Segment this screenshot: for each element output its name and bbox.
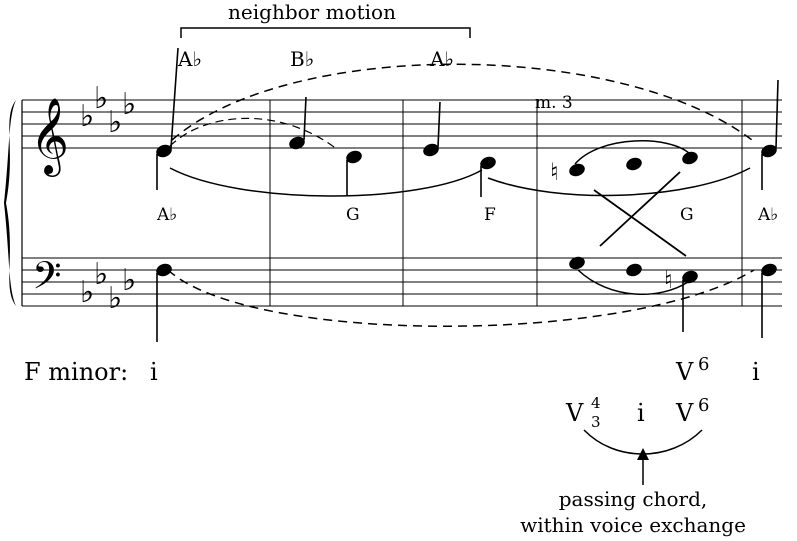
passing-v6-figure: 6 — [698, 395, 709, 416]
measure-number-label: m. 3 — [535, 93, 573, 113]
slur-f-to-ab — [487, 167, 751, 197]
key-label: F minor: — [24, 358, 128, 386]
label-upper-bb: B♭ — [290, 47, 314, 71]
passing-i: i — [637, 399, 645, 427]
svg-text:♭: ♭ — [94, 81, 108, 116]
note-treble-bb — [289, 136, 305, 150]
dashed-slur-bass — [167, 269, 755, 327]
passing-caption-line-1: passing chord, — [559, 487, 708, 511]
voice-exchange-line-2 — [599, 171, 681, 247]
svg-text:♭: ♭ — [80, 275, 94, 310]
bass-key-signature-flats: ♭ ♭ ♭ ♭ — [80, 257, 136, 316]
stem-treble-ab-1-up — [170, 47, 179, 149]
stem-treble-bb — [303, 96, 307, 141]
note-treble-f — [480, 156, 496, 170]
note-treble-ab-final — [761, 144, 777, 158]
bass-clef-icon: 𝄢 — [32, 253, 62, 307]
natural-sign-treble: ♮ — [550, 158, 559, 186]
note-bass-e-natural — [682, 270, 698, 284]
note-bass-g — [569, 256, 585, 270]
svg-text:♭: ♭ — [122, 87, 136, 122]
note-bass-f-m3 — [626, 263, 642, 277]
svg-text:♭: ♭ — [108, 281, 122, 316]
svg-text:♭: ♭ — [80, 99, 94, 134]
voice-exchange-line-1 — [593, 189, 687, 257]
svg-text:♭: ♭ — [94, 257, 108, 292]
svg-text:♭: ♭ — [122, 263, 136, 298]
stem-treble-ab-2 — [437, 101, 441, 148]
treble-clef-icon: 𝄞 — [30, 97, 69, 177]
note-bass-f-1 — [156, 263, 172, 277]
passing-caption-line-2: within voice exchange — [520, 513, 746, 537]
passing-v-figure-bottom: 3 — [591, 413, 601, 431]
roman-numeral-v-figure: 6 — [698, 354, 709, 375]
note-treble-e-natural — [569, 163, 585, 177]
label-middle-ab-1: A♭ — [156, 205, 177, 225]
label-upper-ab-1: A♭ — [177, 47, 202, 71]
roman-numeral-i-2: i — [752, 358, 760, 386]
dashed-slur-upper-2 — [171, 63, 753, 141]
roman-numeral-v: V — [675, 358, 694, 386]
label-upper-ab-2: A♭ — [429, 47, 454, 71]
note-treble-ab-1 — [156, 144, 172, 158]
barlines — [269, 100, 743, 306]
label-middle-f: F — [484, 205, 496, 225]
note-bass-f-final — [761, 263, 777, 277]
svg-text:♭: ♭ — [108, 105, 122, 140]
dashed-slur-upper-1 — [169, 117, 339, 151]
slur-ab-to-f — [169, 167, 483, 197]
passing-v6: V — [675, 399, 694, 427]
grand-staff-brace — [4, 100, 16, 306]
natural-sign-bass: ♮ — [664, 266, 673, 294]
label-middle-g-2: G — [680, 205, 694, 225]
passing-arrow-head-icon — [637, 448, 649, 460]
roman-numeral-i-1: i — [150, 358, 158, 386]
slur-voice-exchange-upper — [574, 140, 691, 165]
slur-voice-exchange-lower — [577, 269, 689, 296]
label-middle-ab-2: A♭ — [757, 205, 778, 225]
passing-v: V — [565, 399, 584, 427]
note-treble-g-1 — [346, 150, 362, 164]
neighbor-motion-bracket — [180, 27, 471, 38]
note-treble-g-m3 — [682, 151, 698, 165]
passing-v-figure-top: 4 — [591, 394, 601, 412]
treble-staff — [22, 99, 782, 149]
treble-key-signature-flats: ♭ ♭ ♭ ♭ — [80, 81, 136, 140]
stem-treble-ab-final-up — [775, 79, 779, 149]
neighbor-motion-label: neighbor motion — [228, 0, 396, 24]
note-treble-f-m3 — [626, 157, 642, 171]
note-treble-ab-2 — [423, 143, 439, 157]
label-middle-g-1: G — [346, 205, 360, 225]
